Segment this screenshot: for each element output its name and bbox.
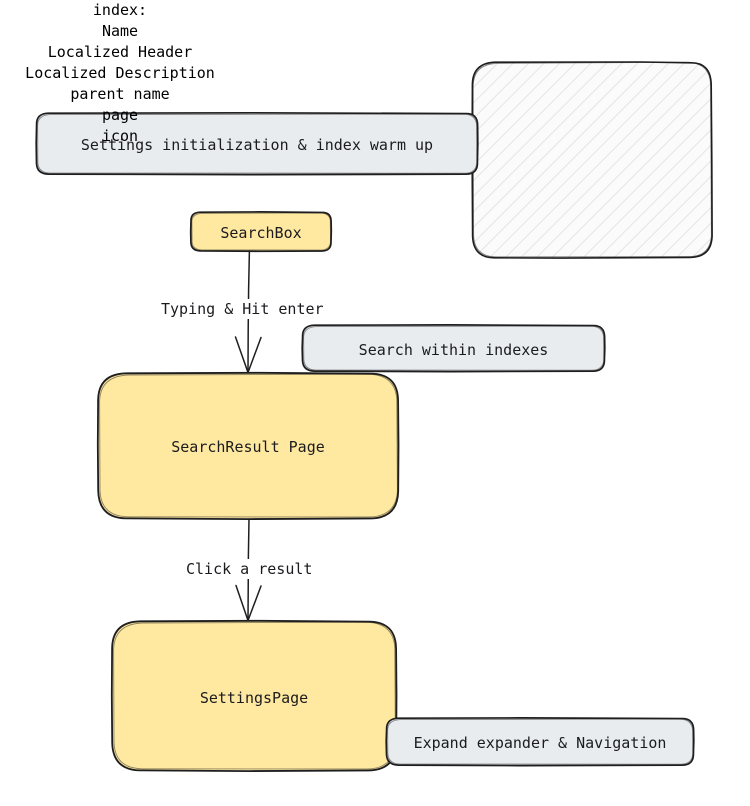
- index-box-text: index: Name Localized Header Localized D…: [0, 0, 240, 147]
- index-line-1: Name: [101, 22, 139, 40]
- searchresult-label: SearchResult Page: [171, 438, 325, 456]
- index-line-6: icon: [101, 127, 139, 145]
- index-box-shape: [471, 61, 713, 259]
- note-expand-label: Expand expander & Navigation: [413, 734, 667, 752]
- edge-typing-label: Typing & Hit enter: [158, 299, 327, 320]
- note-expand-shape: [385, 717, 695, 767]
- searchbox-label: SearchBox: [220, 224, 302, 242]
- edge-click-label: Click a result: [183, 559, 316, 580]
- note-search-label: Search within indexes: [358, 341, 549, 359]
- note-init-shape: [35, 111, 479, 176]
- index-line-5: page: [101, 106, 139, 124]
- settingspage-label: SettingsPage: [199, 689, 309, 707]
- index-line-3: Localized Description: [25, 64, 215, 82]
- searchbox-shape[interactable]: [189, 211, 333, 253]
- index-line-2: Localized Header: [47, 43, 193, 61]
- index-line-4: parent name: [70, 85, 170, 103]
- searchresult-shape[interactable]: [96, 371, 400, 520]
- index-line-0: index:: [92, 1, 148, 19]
- note-search-shape: [301, 324, 606, 373]
- settingspage-shape[interactable]: [110, 619, 398, 772]
